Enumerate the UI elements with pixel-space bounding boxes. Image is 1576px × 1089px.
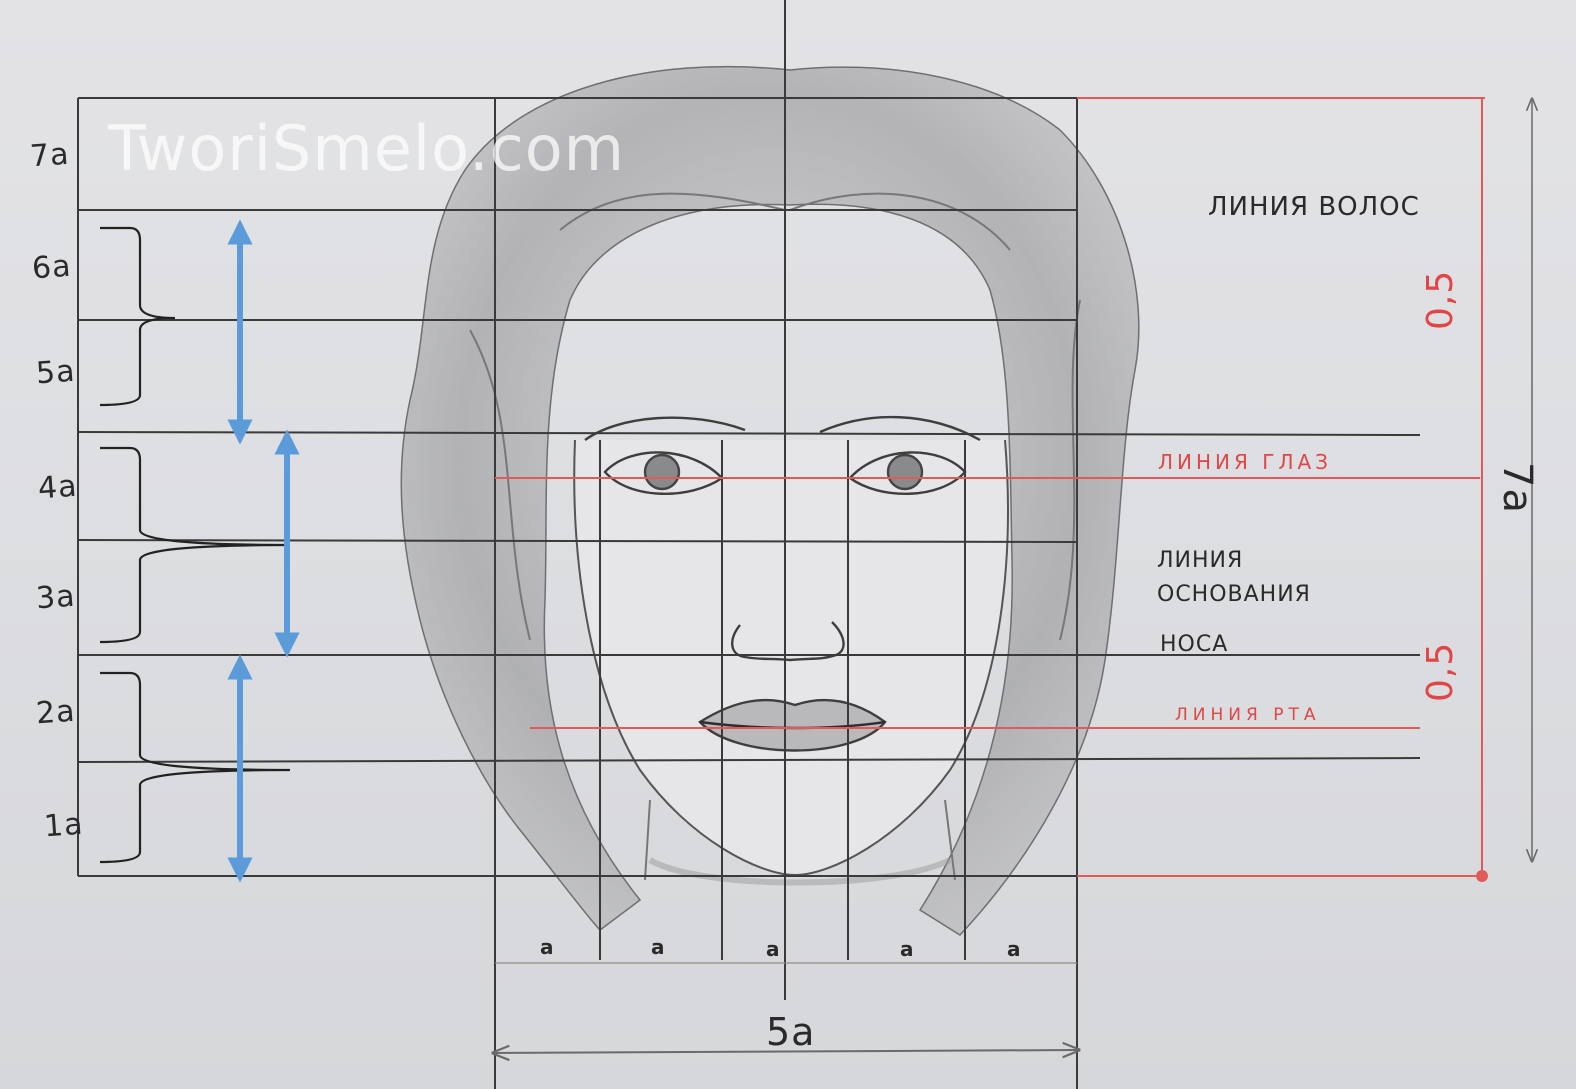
width-unit-4: a bbox=[900, 937, 915, 961]
width-unit-3: a bbox=[766, 937, 781, 961]
blue-arrows bbox=[240, 232, 287, 870]
total-width-label: 5a bbox=[766, 1010, 815, 1054]
left-eyebrow bbox=[585, 418, 745, 440]
total-height-label: 7a bbox=[1494, 462, 1540, 514]
scale-tick-4: 4a bbox=[37, 469, 79, 507]
right-eyebrow bbox=[820, 417, 980, 440]
hair-line-label: ЛИНИЯ ВОЛОС bbox=[1208, 192, 1420, 222]
scale-tick-2: 2a bbox=[35, 694, 77, 732]
lower-half-label: 0,5 bbox=[1420, 642, 1461, 702]
scale-tick-1: 1a bbox=[43, 807, 85, 845]
width-unit-5: a bbox=[1007, 937, 1022, 961]
face-outline bbox=[574, 440, 1008, 883]
nose-line-label-1: ЛИНИЯ bbox=[1157, 548, 1243, 573]
scale-tick-6: 6a bbox=[31, 249, 73, 287]
scale-tick-3: 3a bbox=[35, 579, 77, 617]
upper-half-label: 0,5 bbox=[1420, 270, 1461, 330]
left-brackets bbox=[100, 228, 290, 862]
scale-tick-7: 7a bbox=[29, 137, 71, 175]
width-unit-1: a bbox=[540, 935, 555, 959]
mouth-line-label: ЛИНИЯ РТА bbox=[1175, 705, 1320, 725]
watermark: TworiSmelo.com bbox=[108, 112, 625, 185]
nose-line-label-3: НОСА bbox=[1160, 632, 1228, 657]
nose-line-label-2: ОСНОВАНИЯ bbox=[1157, 582, 1311, 607]
width-unit-2: a bbox=[651, 935, 666, 959]
scale-tick-5: 5a bbox=[35, 354, 77, 392]
eye-line-label: ЛИНИЯ ГЛАЗ bbox=[1158, 450, 1332, 474]
